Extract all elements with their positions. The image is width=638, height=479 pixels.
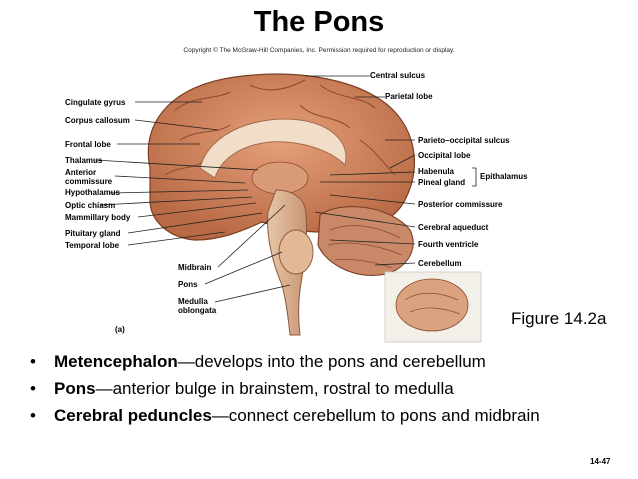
copyright-notice: Copyright © The McGraw-Hill Companies, I… — [183, 47, 455, 54]
label-corpus-callosum: Corpus callosum — [65, 116, 130, 125]
label-cerebral-aqueduct: Cerebral aqueduct — [418, 223, 489, 232]
label-frontal-lobe: Frontal lobe — [65, 140, 111, 149]
bullet-item: Cerebral peduncles—connect cerebellum to… — [30, 402, 540, 429]
cerebrum — [147, 73, 416, 241]
label-cingulate-gyrus: Cingulate gyrus — [65, 98, 126, 107]
label-pituitary-gland: Pituitary gland — [65, 229, 121, 238]
label-midbrain: Midbrain — [178, 263, 212, 272]
label-optic-chiasm: Optic chiasm — [65, 201, 116, 210]
label-temporal-lobe: Temporal lobe — [65, 241, 120, 250]
label-posterior-commissure: Posterior commissure — [418, 200, 503, 209]
slide-title: The Pons — [253, 6, 385, 38]
corpus-callosum-shape — [199, 118, 347, 179]
label-pons: Pons — [178, 280, 198, 289]
bullet-text: —connect cerebellum to pons and midbrain — [211, 406, 540, 425]
bullet-item: Pons—anterior bulge in brainstem, rostra… — [30, 375, 540, 402]
label-mammillary-body: Mammillary body — [65, 213, 131, 222]
label-hypothalamus: Hypothalamus — [65, 188, 121, 197]
label-central-sulcus: Central sulcus — [370, 71, 426, 80]
label-parieto-occipital-sulcus: Parieto–occipital sulcus — [418, 136, 510, 145]
bullet-item: Metencephalon—develops into the pons and… — [30, 348, 540, 375]
label-occipital-lobe: Occipital lobe — [418, 151, 471, 160]
bullet-list: Metencephalon—develops into the pons and… — [30, 348, 540, 429]
label-epithalamus: Epithalamus — [480, 172, 528, 181]
label-parietal-lobe: Parietal lobe — [385, 92, 433, 101]
label-cerebellum: Cerebellum — [418, 259, 462, 268]
bullet-term: Cerebral peduncles — [54, 406, 212, 425]
label-thalamus: Thalamus — [65, 156, 103, 165]
bullet-text: —anterior bulge in brainstem, rostral to… — [95, 379, 454, 398]
figure-label: Figure 14.2a — [511, 309, 607, 328]
inset-brain — [395, 278, 469, 332]
bullet-term: Pons — [54, 379, 96, 398]
epithalamus-bracket — [472, 167, 477, 187]
slide-number: 14-47 — [590, 457, 611, 466]
label-pineal-gland: Pineal gland — [418, 178, 466, 187]
label-fourth-ventricle: Fourth ventricle — [418, 240, 479, 249]
bullet-term: Metencephalon — [54, 352, 178, 371]
panel-label: (a) — [115, 325, 125, 334]
leader-lines — [94, 75, 416, 303]
label-anterior-commissure: Anterior commissure — [65, 168, 113, 186]
cerebellum-shape — [317, 206, 414, 276]
pons-shape — [278, 229, 314, 275]
label-medulla-oblongata: Medulla oblongata — [178, 297, 217, 315]
gyri — [164, 79, 396, 176]
label-habenula: Habenula — [418, 167, 455, 176]
thalamus-shape — [251, 161, 309, 195]
bullet-text: —develops into the pons and cerebellum — [177, 352, 486, 371]
